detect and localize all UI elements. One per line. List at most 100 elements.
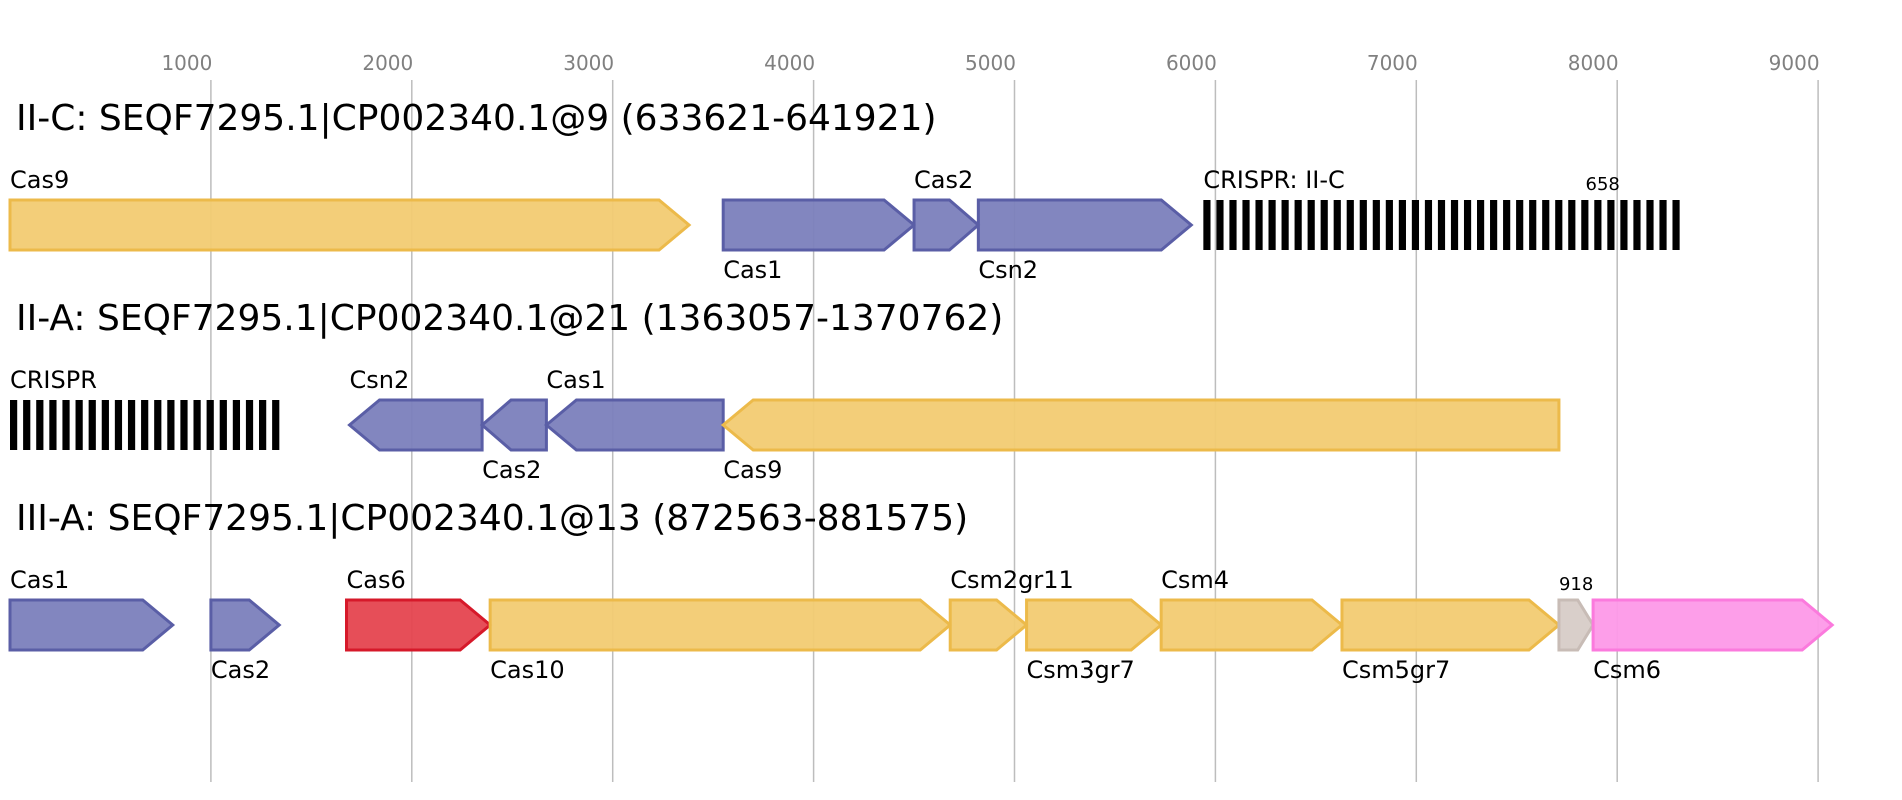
crispr-repeat bbox=[23, 400, 31, 450]
crispr-repeat bbox=[1294, 200, 1302, 250]
crispr-repeat bbox=[1372, 200, 1380, 250]
tick-label: 3000 bbox=[563, 51, 614, 75]
crispr-repeat bbox=[1646, 200, 1654, 250]
gene-arrow bbox=[345, 598, 493, 652]
gene-cas1: Cas1 bbox=[721, 198, 917, 284]
gene-label: Cas2 bbox=[482, 456, 541, 484]
tick-label: 5000 bbox=[965, 51, 1016, 75]
crispr-repeat bbox=[1411, 200, 1420, 250]
crispr-repeat bbox=[1359, 200, 1367, 250]
crispr-repeat bbox=[1307, 200, 1315, 250]
gene-csm4: Csm4 bbox=[1159, 566, 1345, 652]
crispr-repeat bbox=[62, 400, 70, 450]
crispr-repeat bbox=[1568, 200, 1576, 250]
crispr-label: CRISPR bbox=[10, 366, 97, 394]
gene-918: 918 bbox=[1557, 574, 1595, 652]
track-title: III-A: SEQF7295.1|CP002340.1@13 (872563-… bbox=[16, 498, 968, 539]
gene-arrow bbox=[720, 398, 1561, 452]
gene-arrow bbox=[1340, 598, 1562, 652]
crispr-repeat bbox=[167, 400, 175, 450]
crispr-repeat bbox=[1242, 200, 1250, 250]
gene-csm6: Csm6 bbox=[1591, 598, 1835, 684]
crispr-repeat bbox=[1385, 200, 1393, 250]
crispr-repeat bbox=[259, 400, 267, 450]
gene-arrow bbox=[544, 398, 725, 452]
crispr-repeat bbox=[49, 400, 57, 450]
crispr-count: 658 bbox=[1586, 174, 1620, 195]
gene-label: Csm6 bbox=[1593, 656, 1661, 684]
gene-arrow bbox=[1159, 598, 1345, 652]
tick-label: 9000 bbox=[1769, 51, 1820, 75]
gene-label: Csn2 bbox=[978, 256, 1038, 284]
crispr-repeat bbox=[1620, 200, 1628, 250]
gene-label: Cas2 bbox=[914, 166, 973, 194]
crispr-repeat bbox=[245, 400, 254, 450]
gene-cas2: Cas2 bbox=[912, 166, 981, 252]
crispr-repeat bbox=[1203, 200, 1211, 250]
crispr-repeat bbox=[1437, 200, 1446, 250]
crispr-repeat bbox=[141, 400, 149, 450]
gene-label: Csm2gr11 bbox=[950, 566, 1074, 594]
gene-arrow bbox=[347, 398, 484, 452]
gene-csm2gr11: Csm2gr11 bbox=[948, 566, 1074, 652]
track-title: II-A: SEQF7295.1|CP002340.1@21 (1363057-… bbox=[16, 298, 1003, 339]
crispr-repeat bbox=[206, 400, 214, 450]
gene-label: Cas10 bbox=[490, 656, 565, 684]
gene-cas6: Cas6 bbox=[345, 566, 493, 652]
gene-label: Csn2 bbox=[350, 366, 410, 394]
crispr-repeat bbox=[1581, 200, 1589, 250]
crispr-repeat bbox=[1516, 200, 1524, 250]
gene-label: Cas9 bbox=[723, 456, 782, 484]
gene-arrow bbox=[209, 598, 282, 652]
crispr-repeat bbox=[1672, 200, 1680, 250]
crispr-repeat bbox=[1594, 200, 1602, 250]
crispr-array: CRISPR bbox=[10, 366, 280, 450]
tick-label: 7000 bbox=[1367, 51, 1418, 75]
crispr-repeat bbox=[1477, 200, 1485, 250]
crispr-repeat bbox=[154, 400, 162, 450]
crispr-repeat bbox=[1333, 200, 1341, 250]
crispr-repeat bbox=[1490, 200, 1498, 250]
crispr-repeat bbox=[1424, 200, 1433, 250]
crispr-repeat bbox=[1346, 200, 1354, 250]
crispr-repeat bbox=[1659, 200, 1667, 250]
crispr-repeat bbox=[1529, 200, 1537, 250]
crispr-repeat bbox=[180, 400, 188, 450]
gene-label: 918 bbox=[1559, 574, 1593, 595]
gene-label: Csm4 bbox=[1161, 566, 1229, 594]
gene-label: Cas2 bbox=[211, 656, 270, 684]
gene-arrow bbox=[1591, 598, 1835, 652]
gene-csm5gr7: Csm5gr7 bbox=[1340, 598, 1562, 684]
crispr-repeat bbox=[193, 400, 201, 450]
crispr-repeat bbox=[88, 400, 96, 450]
crispr-repeat bbox=[272, 400, 280, 450]
crispr-repeat bbox=[1268, 200, 1276, 250]
crispr-repeat bbox=[1398, 200, 1406, 250]
crispr-repeat bbox=[1633, 200, 1641, 250]
gene-cas2: Cas2 bbox=[209, 598, 282, 684]
crispr-repeat bbox=[101, 400, 109, 450]
gene-csn2: Csn2 bbox=[976, 198, 1194, 284]
tracks: II-C: SEQF7295.1|CP002340.1@9 (633621-64… bbox=[8, 98, 1835, 684]
gene-label: Cas6 bbox=[347, 566, 406, 594]
crispr-repeat bbox=[1281, 200, 1289, 250]
gene-arrow bbox=[1557, 598, 1595, 652]
gene-cas1: Cas1 bbox=[544, 366, 725, 452]
gene-label: Csm5gr7 bbox=[1342, 656, 1450, 684]
gene-cas9: Cas9 bbox=[8, 166, 692, 252]
tick-label: 6000 bbox=[1166, 51, 1217, 75]
crispr-repeat bbox=[1542, 200, 1550, 250]
crispr-repeat bbox=[114, 400, 123, 450]
gene-arrow bbox=[8, 598, 176, 652]
gene-arrow bbox=[912, 198, 981, 252]
gene-arrow bbox=[948, 598, 1029, 652]
tick-label: 1000 bbox=[161, 51, 212, 75]
crispr-repeat bbox=[1607, 200, 1615, 250]
crispr-repeat bbox=[1229, 200, 1237, 250]
gene-cas1: Cas1 bbox=[8, 566, 176, 652]
track-title: II-C: SEQF7295.1|CP002340.1@9 (633621-64… bbox=[16, 98, 937, 139]
gene-cas10: Cas10 bbox=[488, 598, 953, 684]
crispr-repeat bbox=[1255, 200, 1263, 250]
